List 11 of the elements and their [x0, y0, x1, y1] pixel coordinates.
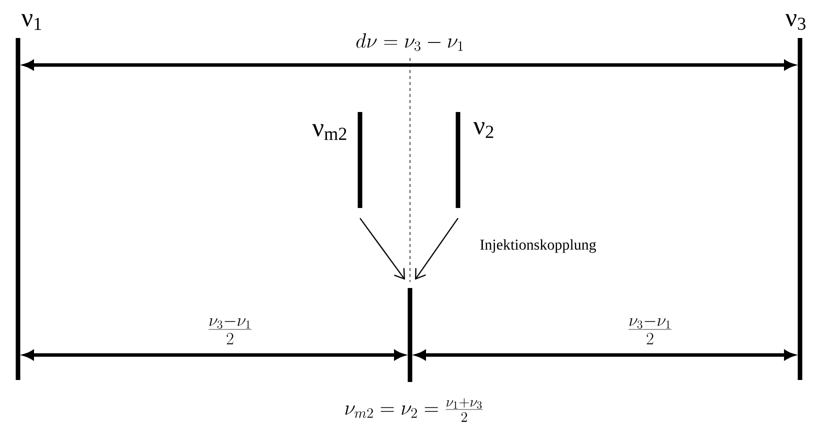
frequency-label: ν$_{3}$ — [785, 14, 806, 30]
formula-label: $\nu_{m2}=\nu_{2}=\frac{\nu_1+\nu_3}{2}$ — [345, 398, 483, 422]
frequency-label: ν$_{m2}$ — [312, 124, 346, 140]
arrow — [415, 218, 458, 280]
frequency-label: ν$_{2}$ — [473, 122, 494, 138]
arrow — [360, 218, 405, 280]
formula-label: $d\nu = \nu_3-\nu_1$ — [354, 32, 466, 52]
formula-label: $\frac{\nu_3-\nu_1}{2}$ — [206, 314, 254, 346]
frequency-label: ν$_{1}$ — [21, 14, 42, 30]
edge-label: Injektionskopplung — [480, 239, 596, 253]
formula-label: $\frac{\nu_3-\nu_1}{2}$ — [626, 314, 674, 346]
